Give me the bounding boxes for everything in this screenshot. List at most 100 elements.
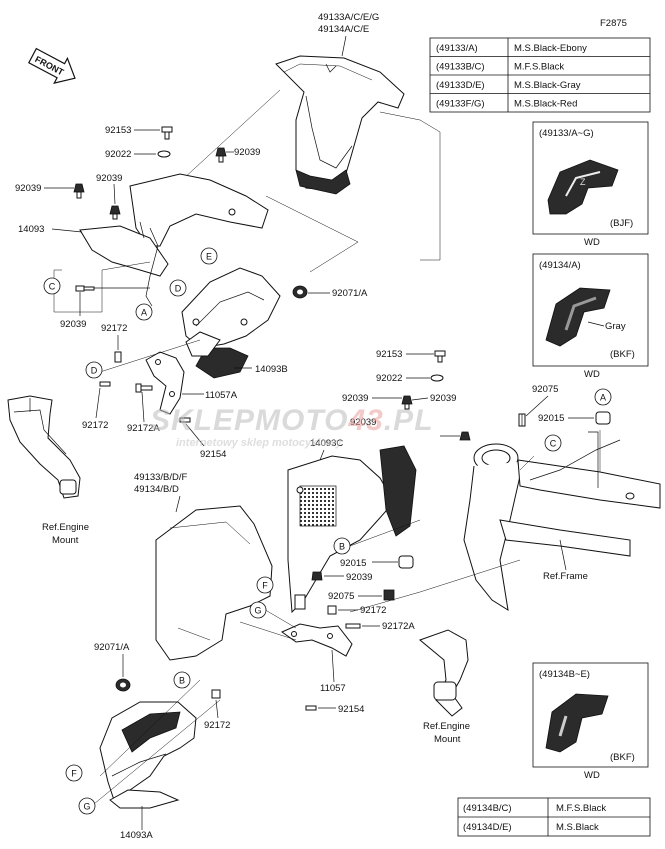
bolt-92172-icon bbox=[211, 689, 221, 699]
ref-label: Mount bbox=[52, 535, 79, 546]
clip-92039-icon bbox=[73, 183, 85, 199]
grommet-92015-icon bbox=[398, 555, 414, 569]
part-number: 92153 bbox=[376, 349, 402, 360]
clip-92039-icon bbox=[75, 285, 95, 292]
part-number: 92154 bbox=[200, 449, 226, 460]
table-code: (49134B/C) bbox=[463, 803, 512, 814]
bracket-11057A-part bbox=[145, 351, 185, 415]
callout-G: G bbox=[249, 601, 267, 619]
svg-text:SKLEPMOTO43.PL: SKLEPMOTO43.PL bbox=[150, 404, 434, 437]
ref-label: Ref.Engine bbox=[423, 721, 470, 732]
part-number: 49134/B/D bbox=[134, 484, 179, 495]
inset-title: (49133/A~G) bbox=[539, 128, 594, 139]
part-number: 92154 bbox=[338, 704, 364, 715]
inset-panel-49133: (49133/A~G) Z (BJF) WD bbox=[532, 121, 649, 248]
part-number: 49134A/C/E bbox=[318, 24, 369, 35]
part-number: 92022 bbox=[376, 373, 402, 384]
callout-D: D bbox=[85, 361, 103, 379]
part-number: 92015 bbox=[340, 558, 366, 569]
inset-title: (49134/A) bbox=[539, 260, 581, 271]
bracket-11057-part bbox=[280, 623, 353, 657]
svg-text:A: A bbox=[600, 393, 606, 403]
front-arrow-icon: FRONT bbox=[28, 47, 76, 84]
callout-A: A bbox=[594, 388, 612, 406]
grommet-92071-icon bbox=[292, 285, 308, 299]
svg-text:C: C bbox=[49, 282, 56, 292]
part-number: 92172A bbox=[382, 621, 415, 632]
grommet-92071-icon bbox=[115, 678, 131, 692]
part-number: 92039 bbox=[15, 183, 41, 194]
part-number: 14093A bbox=[120, 830, 153, 841]
watermark-text-a: SKLEPMOTO bbox=[150, 404, 348, 437]
clip-92039-icon bbox=[459, 431, 471, 441]
inset-panel-49134-be: (49134B~E) (BKF) WD bbox=[532, 662, 649, 781]
part-number: 92075 bbox=[532, 384, 558, 395]
svg-text:F: F bbox=[71, 769, 77, 779]
callout-F: F bbox=[256, 576, 274, 594]
table-code: (49133/A) bbox=[436, 43, 478, 54]
svg-text:G: G bbox=[83, 802, 90, 812]
bolt-92172-icon bbox=[99, 381, 111, 387]
part-number: 92172 bbox=[204, 720, 230, 731]
color-table-bottom: (49134B/C) M.F.S.Black (49134D/E) M.S.Bl… bbox=[457, 797, 651, 837]
bolt-92172A-icon bbox=[135, 383, 153, 393]
part-number: 49133A/C/E/G bbox=[318, 12, 379, 23]
washer-92022-icon bbox=[157, 150, 171, 158]
table-code: (49133B/C) bbox=[436, 62, 485, 73]
watermark-text-b: 43 bbox=[347, 404, 383, 437]
frame-part bbox=[463, 431, 661, 612]
svg-text:B: B bbox=[339, 542, 345, 552]
bolt-92154-icon bbox=[305, 705, 317, 711]
part-number: 92022 bbox=[105, 149, 131, 160]
callout-F: F bbox=[65, 764, 83, 782]
callout-A: A bbox=[135, 303, 153, 321]
inset-tag: (BJF) bbox=[610, 218, 633, 229]
clip-92039-icon bbox=[215, 147, 227, 163]
part-number: 11057 bbox=[320, 683, 346, 694]
part-number: 92039 bbox=[342, 393, 368, 404]
part-number: 11057A bbox=[205, 390, 238, 401]
callout-B: B bbox=[333, 537, 351, 555]
part-number: 92039 bbox=[234, 147, 260, 158]
table-code: (49133D/E) bbox=[436, 80, 485, 91]
inset-caption: WD bbox=[584, 369, 600, 380]
svg-text:C: C bbox=[550, 439, 557, 449]
part-number: 92172 bbox=[82, 420, 108, 431]
inset-tag: (BKF) bbox=[610, 752, 635, 763]
logo-letter-icon: Z bbox=[580, 177, 586, 187]
svg-text:D: D bbox=[175, 284, 182, 294]
callout-C: C bbox=[43, 277, 61, 295]
bolt-92172-icon bbox=[114, 351, 122, 363]
callout-E: E bbox=[200, 247, 218, 265]
part-number: 92075 bbox=[328, 591, 354, 602]
part-number: 92039 bbox=[430, 393, 456, 404]
side-panel-14093A-part bbox=[99, 701, 197, 809]
inner-panel-14093 bbox=[79, 173, 269, 307]
inset-panel-49134-a: (49134/A) Gray (BKF) WD bbox=[532, 253, 649, 380]
callout-B: B bbox=[173, 671, 191, 689]
ref-label: Ref.Frame bbox=[543, 571, 588, 582]
part-number: 92172A bbox=[127, 423, 160, 434]
part-number: 92039 bbox=[60, 319, 86, 330]
bolt-92153-icon bbox=[434, 350, 446, 363]
clip-92075-icon bbox=[518, 413, 526, 427]
svg-text:E: E bbox=[206, 252, 212, 262]
svg-text:B: B bbox=[179, 676, 185, 686]
table-color: M.F.S.Black bbox=[514, 62, 564, 73]
part-number: 92015 bbox=[538, 413, 564, 424]
part-number: 92153 bbox=[105, 125, 131, 136]
inset-caption: WD bbox=[584, 237, 600, 248]
table-color: M.S.Black-Red bbox=[514, 99, 577, 110]
bolt-92172A-icon bbox=[345, 623, 361, 629]
part-number: 92039 bbox=[350, 417, 376, 428]
callout-C: C bbox=[544, 434, 562, 452]
washer-92022-icon bbox=[430, 374, 444, 382]
bolt-92154-icon bbox=[179, 417, 191, 423]
diagram-code: F2875 bbox=[600, 18, 627, 29]
engine-mount-right-part bbox=[419, 629, 469, 717]
table-code: (49133F/G) bbox=[436, 99, 485, 110]
part-number: 14093C bbox=[310, 438, 343, 449]
ref-label: Mount bbox=[434, 734, 461, 745]
part-number: 92071/A bbox=[332, 288, 368, 299]
